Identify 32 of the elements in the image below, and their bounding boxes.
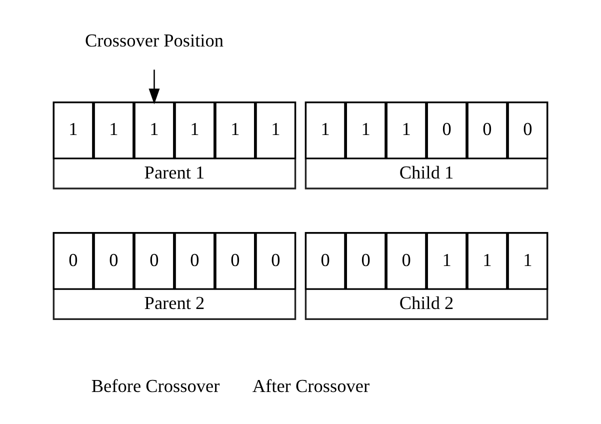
node-box: 0 — [52, 232, 94, 290]
node-box: 1 — [507, 232, 548, 290]
node-box: 0 — [426, 102, 468, 160]
node-box: 1 — [345, 102, 386, 160]
node-box: 1 — [134, 102, 175, 160]
node-box: 1 — [304, 102, 346, 160]
node-box: 0 — [386, 232, 427, 290]
node-label: Parent 1 — [144, 162, 205, 182]
node-label: Child 2 — [399, 292, 454, 313]
node-box: 1 — [214, 102, 256, 160]
node-box: 0 — [466, 102, 508, 160]
node-box: 1 — [174, 102, 216, 160]
node-box: 1 — [426, 232, 468, 290]
label: After Crossover — [252, 376, 370, 396]
node-label: Parent 2 — [144, 292, 205, 313]
label: Before Crossover — [91, 376, 220, 396]
node-box: 1 — [52, 102, 94, 160]
node-box: 1 — [386, 102, 427, 160]
node-box: 1 — [466, 232, 508, 290]
node-box: 0 — [345, 232, 386, 290]
node-text: Crossover Position — [84, 30, 224, 50]
node-box: 0 — [304, 232, 346, 290]
node-box: 0 — [174, 232, 216, 290]
node-box: 0 — [134, 232, 175, 290]
node-box: 0 — [93, 232, 134, 290]
node-box: 0 — [255, 232, 296, 290]
node-box: 1 — [93, 102, 134, 160]
node-box: 1 — [255, 102, 296, 160]
node-label: Child 1 — [399, 162, 454, 182]
node-box: 0 — [214, 232, 256, 290]
node-box: 0 — [507, 102, 548, 160]
arrow — [148, 70, 160, 104]
